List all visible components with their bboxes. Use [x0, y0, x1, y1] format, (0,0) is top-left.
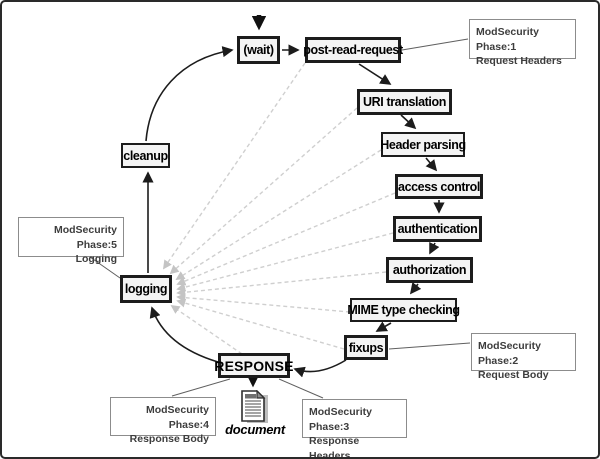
document-icon [241, 390, 268, 423]
node-authorization-label: authorization [392, 263, 467, 277]
callout-phase5-line2: Logging [75, 253, 117, 266]
callout-phase2-line1: ModSecurity Phase:2 [478, 340, 542, 367]
node-authentication: authentication [393, 216, 482, 242]
dashed-headerparsing-to-logging [175, 149, 382, 280]
dashed-response-to-logging [170, 304, 243, 355]
node-uri-translation: URI translation [357, 89, 452, 115]
callout-phase4-line2: Response Body [129, 433, 209, 446]
node-authentication-label: authentication [397, 222, 478, 236]
node-authorization: authorization [386, 257, 473, 283]
node-access-control-label: access control [398, 179, 480, 194]
line-response-to-phase4 [171, 378, 231, 397]
dashed-authorization-to-logging [176, 271, 387, 297]
callout-phase3-line1: ModSecurity Phase:3 [309, 406, 373, 433]
dashed-accesscontrol-to-logging [176, 192, 396, 286]
arrow-headerparsing-to-accesscontrol [425, 157, 438, 172]
callout-modsecurity-phase-2: ModSecurity Phase:2 Request Body [471, 333, 576, 381]
node-header-parsing-label: Header parsing [380, 137, 466, 152]
node-mime-type-checking: MIME type checking [347, 298, 460, 322]
node-access-control: access control [395, 174, 483, 199]
line-fixups-to-phase2 [388, 342, 471, 350]
node-uri-translation-label: URI translation [363, 95, 446, 109]
node-response-label: RESPONSE [214, 357, 294, 374]
dashed-fixups-to-logging [176, 298, 345, 350]
node-header-parsing: Header parsing [380, 132, 466, 157]
node-fixups: fixups [344, 335, 388, 360]
node-post-read-request-label: post-read-request [303, 43, 403, 57]
node-fixups-label: fixups [348, 340, 384, 355]
arrow-mime-to-fixups [375, 321, 392, 332]
node-post-read-request: post-read-request [303, 37, 403, 63]
arrow-authorization-to-mime [409, 282, 422, 295]
callout-phase2-line2: Request Body [478, 369, 549, 382]
node-logging-label: logging [124, 282, 168, 296]
node-logging: logging [120, 275, 172, 303]
callout-modsecurity-phase-3: ModSecurity Phase:3 Response Headers [302, 399, 407, 457]
document-label: document [225, 422, 285, 437]
arrow-fixups-to-response [293, 359, 347, 378]
callout-modsecurity-phase-5: ModSecurity Phase:5 Logging [18, 217, 124, 265]
node-response: RESPONSE [214, 353, 294, 378]
callout-phase1-line1: ModSecurity Phase:1 [476, 26, 540, 53]
arrow-uri-to-headerparsing [400, 114, 417, 130]
callout-phase1-line2: Request Headers [476, 55, 562, 68]
line-phase5-to-logging [89, 256, 121, 279]
node-wait-label: (wait) [243, 43, 274, 57]
line-response-to-phase3 [278, 378, 324, 399]
callout-phase3-line2: Response Headers [309, 435, 360, 459]
line-postread-to-phase1 [401, 38, 469, 51]
arrow-cleanup-to-wait [145, 46, 234, 142]
node-cleanup-label: cleanup [123, 148, 168, 163]
arrow-authentication-to-authorization [429, 241, 440, 255]
node-mime-type-checking-label: MIME type checking [347, 303, 460, 317]
callout-phase5-line1: ModSecurity Phase:5 [53, 224, 117, 251]
node-wait: (wait) [237, 36, 280, 64]
dashed-authentication-to-logging [176, 232, 394, 292]
arrow-postread-to-uri [358, 63, 392, 85]
dashed-mime-to-logging [176, 293, 351, 313]
node-cleanup: cleanup [121, 143, 170, 168]
callout-modsecurity-phase-4: ModSecurity Phase:4 Response Body [110, 397, 216, 445]
callout-modsecurity-phase-1: ModSecurity Phase:1 Request Headers [469, 19, 576, 67]
callout-phase4-line1: ModSecurity Phase:4 [145, 404, 209, 431]
arrow-response-to-logging [149, 306, 219, 363]
dashed-postread-to-logging [162, 62, 306, 270]
